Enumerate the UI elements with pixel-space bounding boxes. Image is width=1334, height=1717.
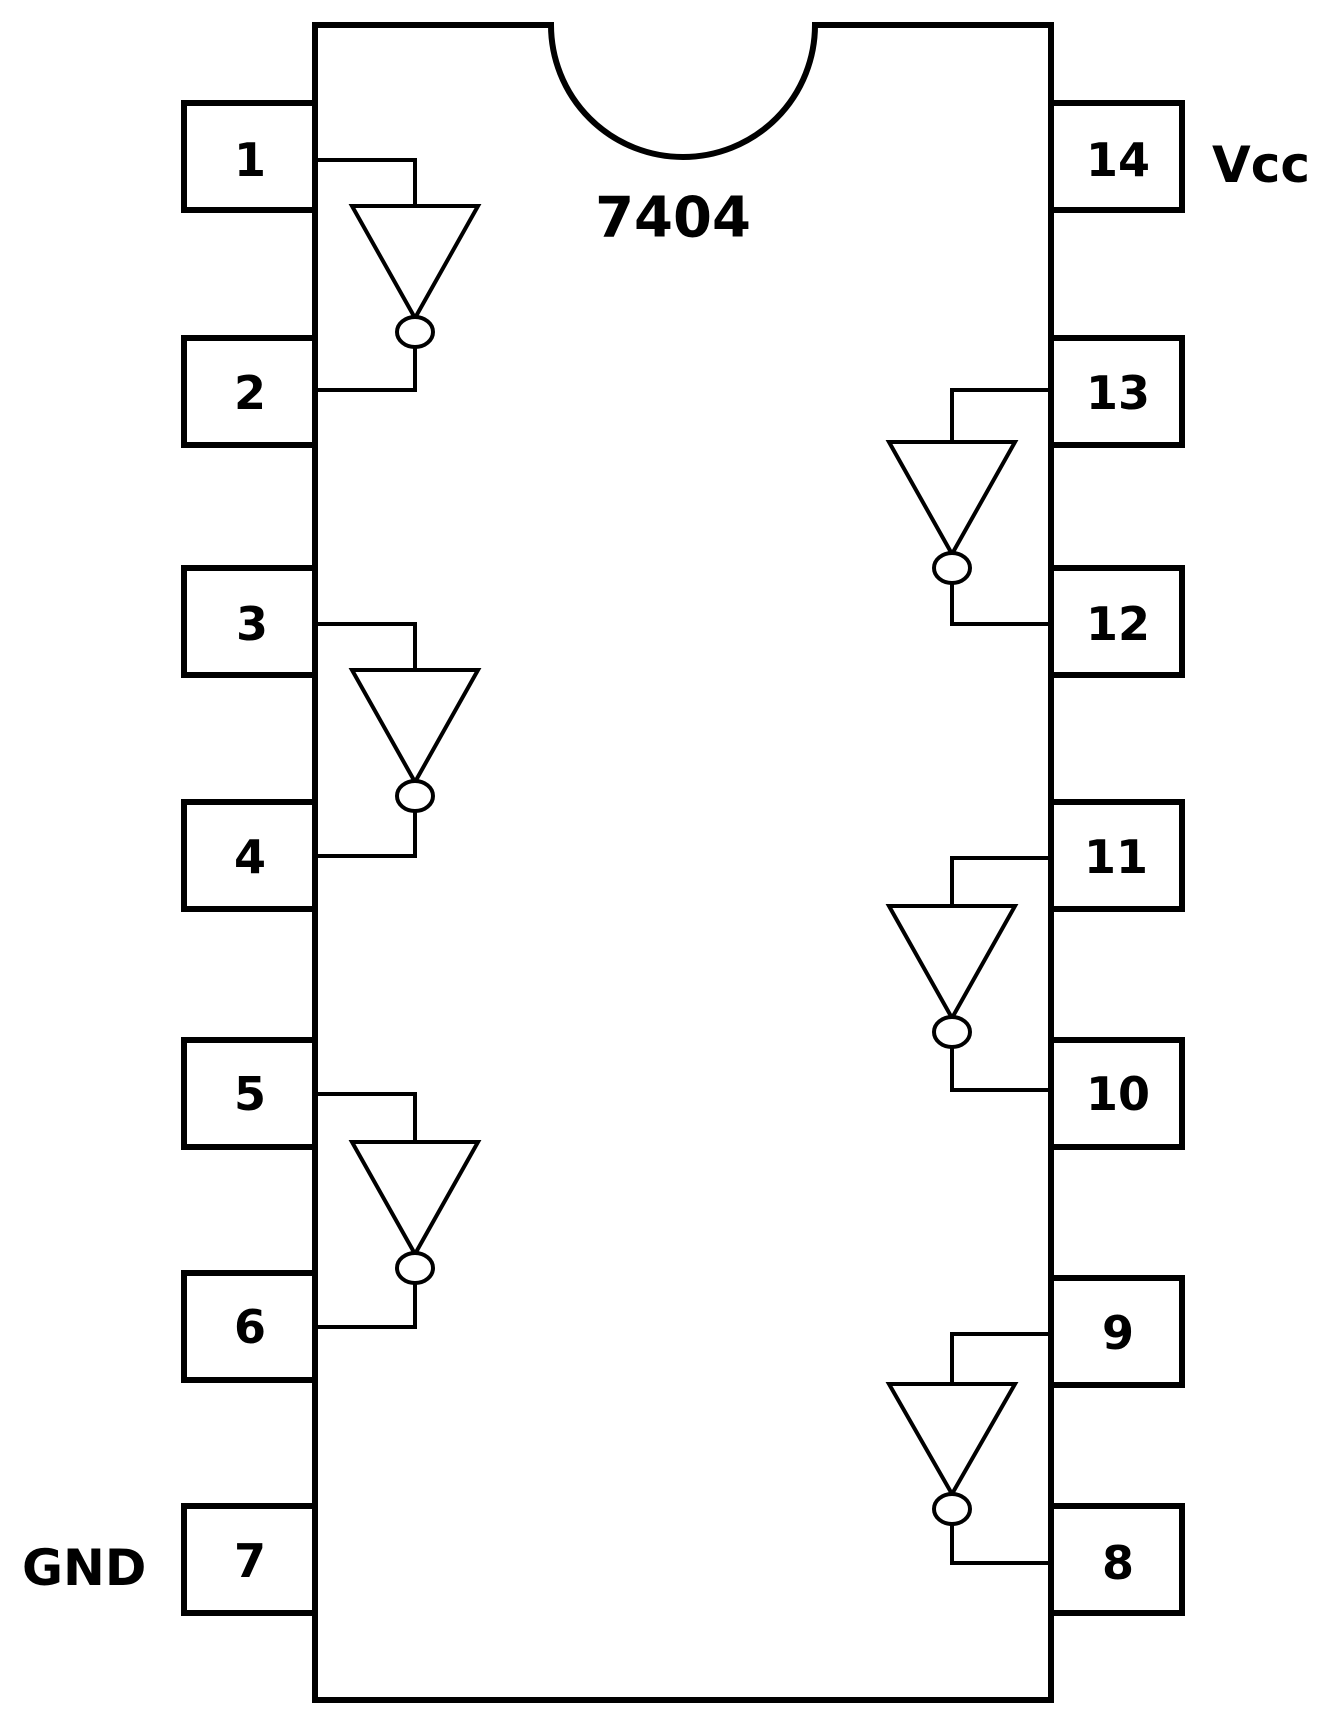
inverter-1-output-wire	[315, 347, 417, 392]
pin-label-4: 4	[234, 830, 266, 884]
chip-part-number: 7404	[595, 186, 751, 251]
inverter-5-triangle	[885, 904, 1019, 1023]
pin-label-12: 12	[1086, 597, 1150, 651]
pin-box-5	[181, 1037, 318, 1150]
inverter-4-bubble	[932, 551, 972, 585]
inverter-gate-6	[885, 1332, 1051, 1565]
inverter-3-output-wire	[315, 1283, 417, 1329]
left-pins: 1 2 3 4 5 6 7	[181, 100, 318, 1616]
pin-box-2	[181, 335, 318, 448]
inverter-1-input-wire	[315, 158, 417, 206]
inverter-5-input-wire	[950, 856, 1051, 906]
pin-box-14	[1048, 100, 1185, 213]
pin-label-14: 14	[1086, 133, 1150, 187]
pin-label-13: 13	[1086, 366, 1150, 420]
pin-label-1: 1	[234, 133, 266, 187]
right-pins: 14 13 12 11 10 9 8	[1048, 100, 1185, 1616]
pin-label-9: 9	[1102, 1306, 1134, 1360]
pin-box-7	[181, 1503, 318, 1616]
inverter-gate-5	[885, 856, 1051, 1092]
inverter-1-bubble	[395, 315, 435, 349]
pin-label-2: 2	[234, 366, 266, 420]
inverter-gate-2	[315, 622, 482, 858]
inverter-2-output-wire	[315, 811, 417, 858]
inverter-5-bubble	[932, 1015, 972, 1049]
inverter-4-input-wire	[950, 388, 1051, 442]
inverter-4-output-wire	[950, 583, 1051, 626]
inverter-6-output-wire	[950, 1524, 1051, 1565]
pin-label-10: 10	[1086, 1067, 1150, 1121]
inverter-2-triangle	[348, 668, 482, 787]
gnd-label: GND	[22, 1539, 146, 1597]
pin-label-8: 8	[1102, 1536, 1134, 1590]
inverter-3-bubble	[395, 1251, 435, 1285]
inverter-gate-3	[315, 1092, 482, 1329]
inverter-6-input-wire	[950, 1332, 1051, 1384]
pin-box-9	[1048, 1275, 1185, 1388]
inverter-gate-1	[315, 158, 482, 392]
pin-box-8	[1048, 1503, 1185, 1616]
pin-box-1	[181, 100, 318, 213]
inverter-2-bubble	[395, 779, 435, 813]
inverter-3-triangle	[348, 1140, 482, 1259]
pin-label-11: 11	[1084, 830, 1148, 884]
inverter-5-output-wire	[950, 1047, 1051, 1092]
pin-box-10	[1048, 1037, 1185, 1150]
inverter-6-triangle	[885, 1382, 1019, 1499]
inverter-2-input-wire	[315, 622, 417, 670]
chip-body	[312, 22, 1054, 1703]
pin-label-7: 7	[234, 1534, 266, 1588]
pin-label-6: 6	[234, 1300, 266, 1354]
vcc-label: Vcc	[1212, 136, 1310, 194]
inverter-6-bubble	[932, 1492, 972, 1526]
pin-box-3	[181, 565, 318, 678]
pin-box-11	[1048, 799, 1185, 912]
pin-box-12	[1048, 565, 1185, 678]
inverter-1-triangle	[348, 204, 482, 323]
inverter-gate-4	[885, 388, 1051, 626]
inverter-4-triangle	[885, 440, 1019, 559]
pin-label-5: 5	[234, 1067, 266, 1121]
inverter-3-input-wire	[315, 1092, 417, 1142]
pin-label-3: 3	[236, 597, 268, 651]
